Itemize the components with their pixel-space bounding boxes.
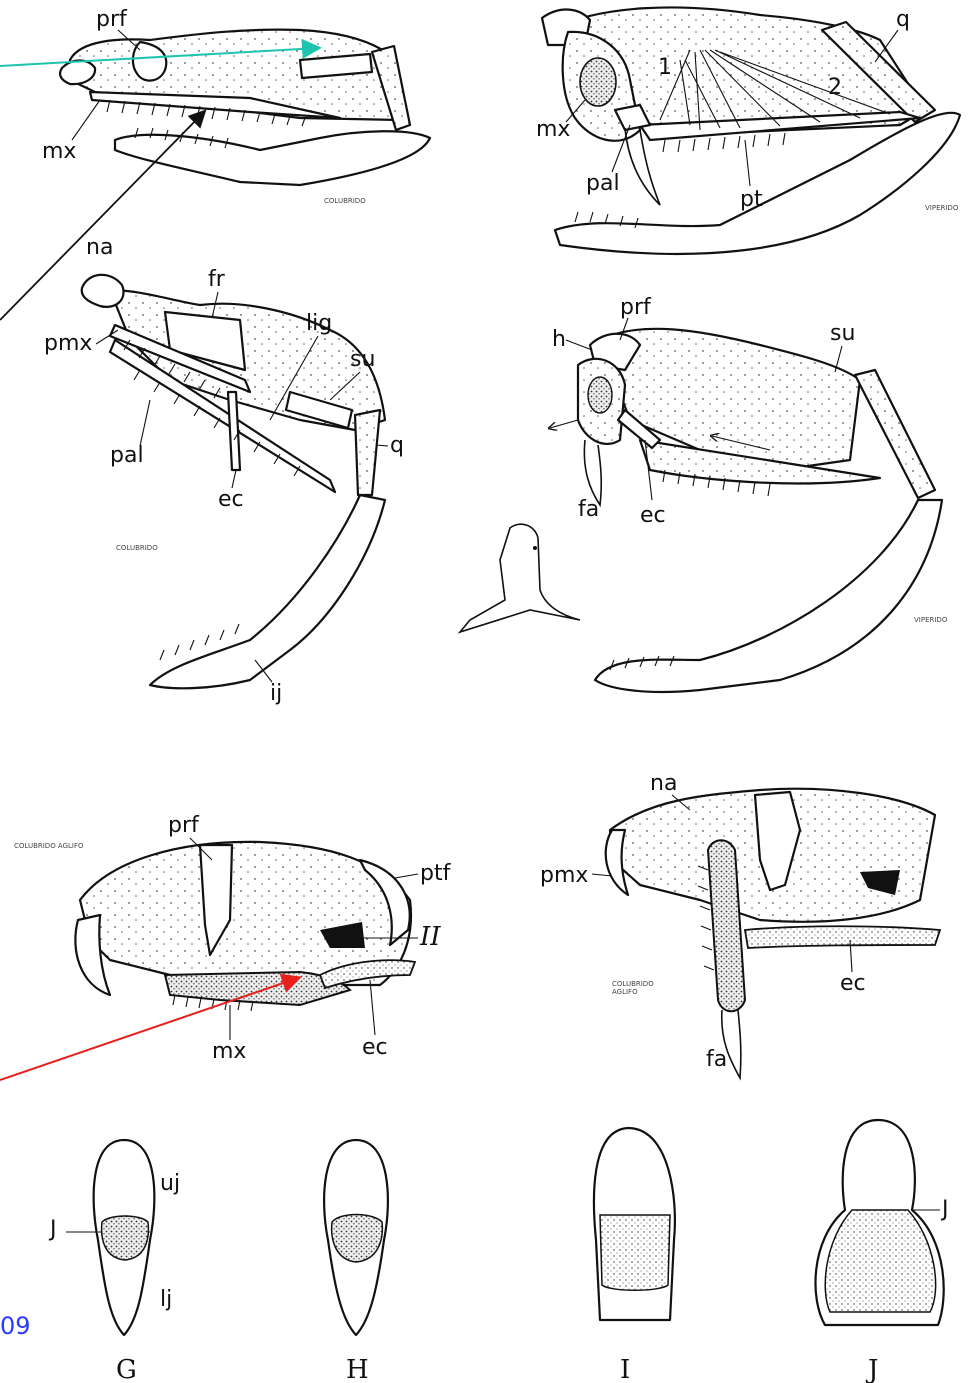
caption-aglifo-l1: COLUBRIDO [612,980,654,988]
label-ec-aglyph: ec [362,1035,388,1060]
letter-J: J [865,1355,878,1383]
colubrid-open-nasal [82,275,124,307]
section-J-core [825,1210,935,1312]
section-G: uj J lj G [48,1140,180,1383]
label-prf-aglyph: prf [168,813,200,838]
label-pal: pal [586,171,620,196]
cross-sections: uj J lj G H I J J [48,1120,949,1383]
label-mx-viper: mx [536,117,570,142]
viperid-open-lower-jaw [595,500,942,692]
label-ptf: ptf [420,861,452,886]
colubrid-open-ectopterygoid [228,392,240,470]
label-fr: fr [208,267,226,292]
label-prf: prf [96,7,128,32]
label-J-right: J [940,1197,949,1222]
caption-viperido-2: VIPERIDO [914,616,948,624]
label-ij: ij [270,681,282,706]
letter-H: H [346,1355,369,1383]
label-mx: mx [42,139,76,164]
aglyph-fang-panel: na pmx ec fa COLUBRIDO AGLIFO [540,771,940,1078]
caption-viperido-1: VIPERIDO [925,204,959,212]
label-2: 2 [828,75,842,100]
colubrid-closed-panel: prf mx COLUBRIDO [42,7,430,205]
colubrid-premaxilla [60,61,95,85]
letter-I: I [620,1355,630,1383]
section-H: H [324,1140,388,1383]
caption-colubrido-2: COLUBRIDO [116,544,158,552]
label-ec-colub: ec [218,487,244,512]
viperid-pit [580,58,616,106]
label-pt: pt [740,187,763,212]
label-mx-aglyph: mx [212,1039,246,1064]
label-lj: lj [160,1287,172,1312]
label-lig: lig [306,311,332,336]
section-I-core [600,1215,670,1290]
red-arrow [0,978,298,1080]
caption-colubrido-1: COLUBRIDO [324,197,366,205]
label-II: II [419,922,441,952]
label-fa-viper: fa [578,497,599,522]
label-na: na [86,235,113,260]
label-prf-viper: prf [620,295,652,320]
label-q-colub: q [390,433,404,458]
label-ec-fang: ec [840,971,866,996]
section-J: J J [815,1120,948,1383]
label-h: h [552,327,566,352]
caption-aglifo-l2: AGLIFO [612,988,638,996]
page-fragment: 09 [0,1312,31,1340]
label-uj: uj [160,1171,180,1196]
viperid-open-panel: prf h su fa ec VIPERIDO [460,295,948,692]
label-fa-fang: fa [706,1047,727,1072]
letter-G: G [116,1355,137,1383]
viperid-closed-panel: q mx pal pt 1 2 VIPERIDO [536,7,960,254]
colubrid-open-quadrate [355,410,380,495]
viperid-open-skull [600,329,860,470]
label-na-fang: na [650,771,677,796]
label-pal-colub: pal [110,443,144,468]
colubrid-open-panel: na pmx fr lig su q pal ec ij COLUBRIDO [44,235,404,706]
isolated-maxilla-fang [460,524,580,632]
label-J-left: J [48,1217,57,1242]
label-q-viper: q [896,7,910,32]
section-I: I [594,1128,675,1383]
label-1: 1 [658,55,672,80]
colubrid-lower-jaw [115,131,430,185]
label-su-viper: su [830,321,855,346]
aglyph-panel: prf ptf II mx ec COLUBRIDO AGLIFO [14,813,452,1064]
label-ec-viper: ec [640,503,666,528]
label-su: su [350,347,375,372]
caption-colubrido-aglifo: COLUBRIDO AGLIFO [14,842,84,850]
label-pmx: pmx [44,331,92,356]
fang-ectopterygoid [745,926,940,948]
colubrid-open-lower-jaw [150,495,385,688]
viperid-open-fang [584,440,601,505]
label-pmx-fang: pmx [540,863,588,888]
viperid-open-pit [588,377,612,413]
